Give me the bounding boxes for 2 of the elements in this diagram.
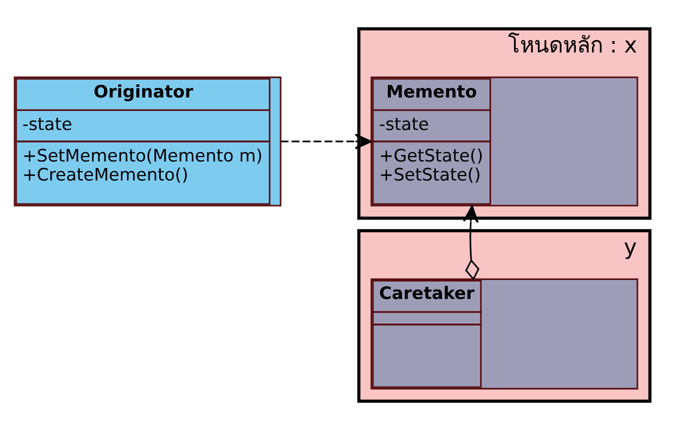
- arrow: [280, 134, 372, 150]
- arrow: [462, 205, 480, 280]
